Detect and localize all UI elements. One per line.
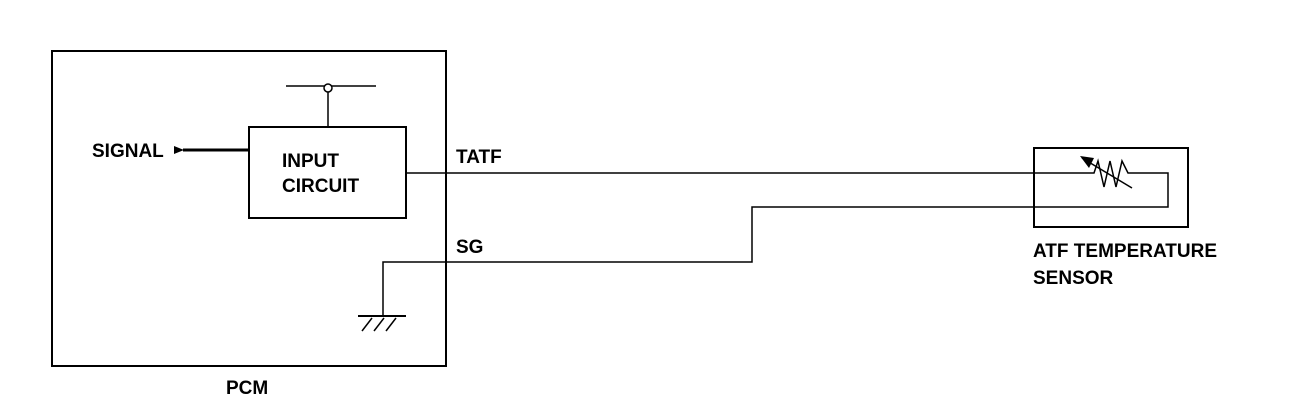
pcm-box (51, 50, 447, 367)
sg-label: SG (456, 237, 484, 258)
ground-symbol-icon (358, 315, 406, 332)
power-terminal-icon (286, 83, 376, 127)
signal-label: SIGNAL (92, 141, 164, 162)
sensor-label-line2: SENSOR (1033, 268, 1114, 289)
pcm-label: PCM (226, 378, 269, 399)
sensor-label-line1: ATF TEMPERATURE (1033, 241, 1218, 262)
variable-resistor-icon (1034, 156, 1133, 189)
sensor-box (1033, 147, 1189, 228)
sg-wire (382, 172, 1169, 316)
tatf-label: TATF (456, 147, 502, 168)
input-circuit-label-line1: INPUT (282, 151, 339, 172)
input-circuit-label-line2: CIRCUIT (282, 176, 360, 197)
